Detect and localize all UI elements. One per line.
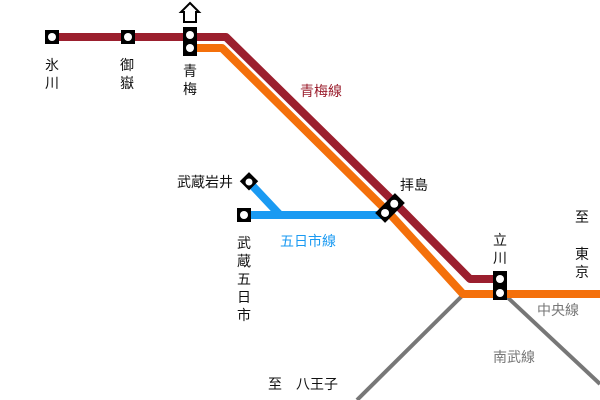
station-tachikawa-label-1: 立 bbox=[493, 233, 507, 249]
station-haijima-label: 拝島 bbox=[400, 178, 428, 194]
station-ome[interactable] bbox=[183, 27, 197, 56]
ome-line-label: 青梅線 bbox=[300, 84, 342, 100]
chuo-line-label: 中央線 bbox=[537, 303, 579, 319]
station-mitake-label-2: 嶽 bbox=[120, 76, 134, 92]
station-ome-label-1: 青 bbox=[183, 64, 197, 80]
station-hikawa[interactable] bbox=[45, 30, 59, 44]
station-tachikawa-label-2: 川 bbox=[493, 251, 507, 267]
station-hikawa-label-1: 氷 bbox=[45, 58, 59, 74]
chuo-line bbox=[190, 44, 600, 298]
station-hikawa-label-2: 川 bbox=[45, 76, 59, 92]
nambu-line-east bbox=[503, 293, 600, 386]
station-musashi-itsukaichi-label-5: 市 bbox=[237, 307, 251, 324]
station-musashi-itsukaichi[interactable] bbox=[237, 208, 251, 222]
station-haijima[interactable] bbox=[375, 193, 405, 223]
station-musashi-itsukaichi-label-1: 武 bbox=[237, 236, 251, 252]
destination-tokyo-label-2: 京 bbox=[575, 265, 589, 281]
station-musashi-itsukaichi-label-4: 日 bbox=[237, 290, 251, 306]
nambu-line-west bbox=[355, 293, 465, 400]
station-musashi-iwai[interactable] bbox=[239, 172, 259, 191]
station-musashi-itsukaichi-label-2: 蔵 bbox=[237, 254, 251, 270]
station-tachikawa[interactable] bbox=[493, 271, 507, 300]
station-ome-label-2: 梅 bbox=[183, 82, 197, 98]
destination-tokyo-prefix: 至 bbox=[575, 210, 589, 226]
nambu-line-label: 南武線 bbox=[493, 350, 535, 366]
destination-tokyo-label-1: 東 bbox=[575, 247, 589, 263]
itsukaichi-line-label: 五日市線 bbox=[280, 233, 336, 250]
station-musashi-iwai-label: 武蔵岩井 bbox=[177, 175, 233, 191]
station-mitake[interactable] bbox=[121, 30, 135, 44]
destination-hachioji-label: 至 八王子 bbox=[268, 377, 338, 393]
station-musashi-itsukaichi-label-3: 五 bbox=[237, 272, 251, 288]
station-mitake-label-1: 御 bbox=[120, 58, 134, 74]
itsukaichi-branch bbox=[246, 179, 283, 218]
home-icon bbox=[178, 1, 202, 23]
